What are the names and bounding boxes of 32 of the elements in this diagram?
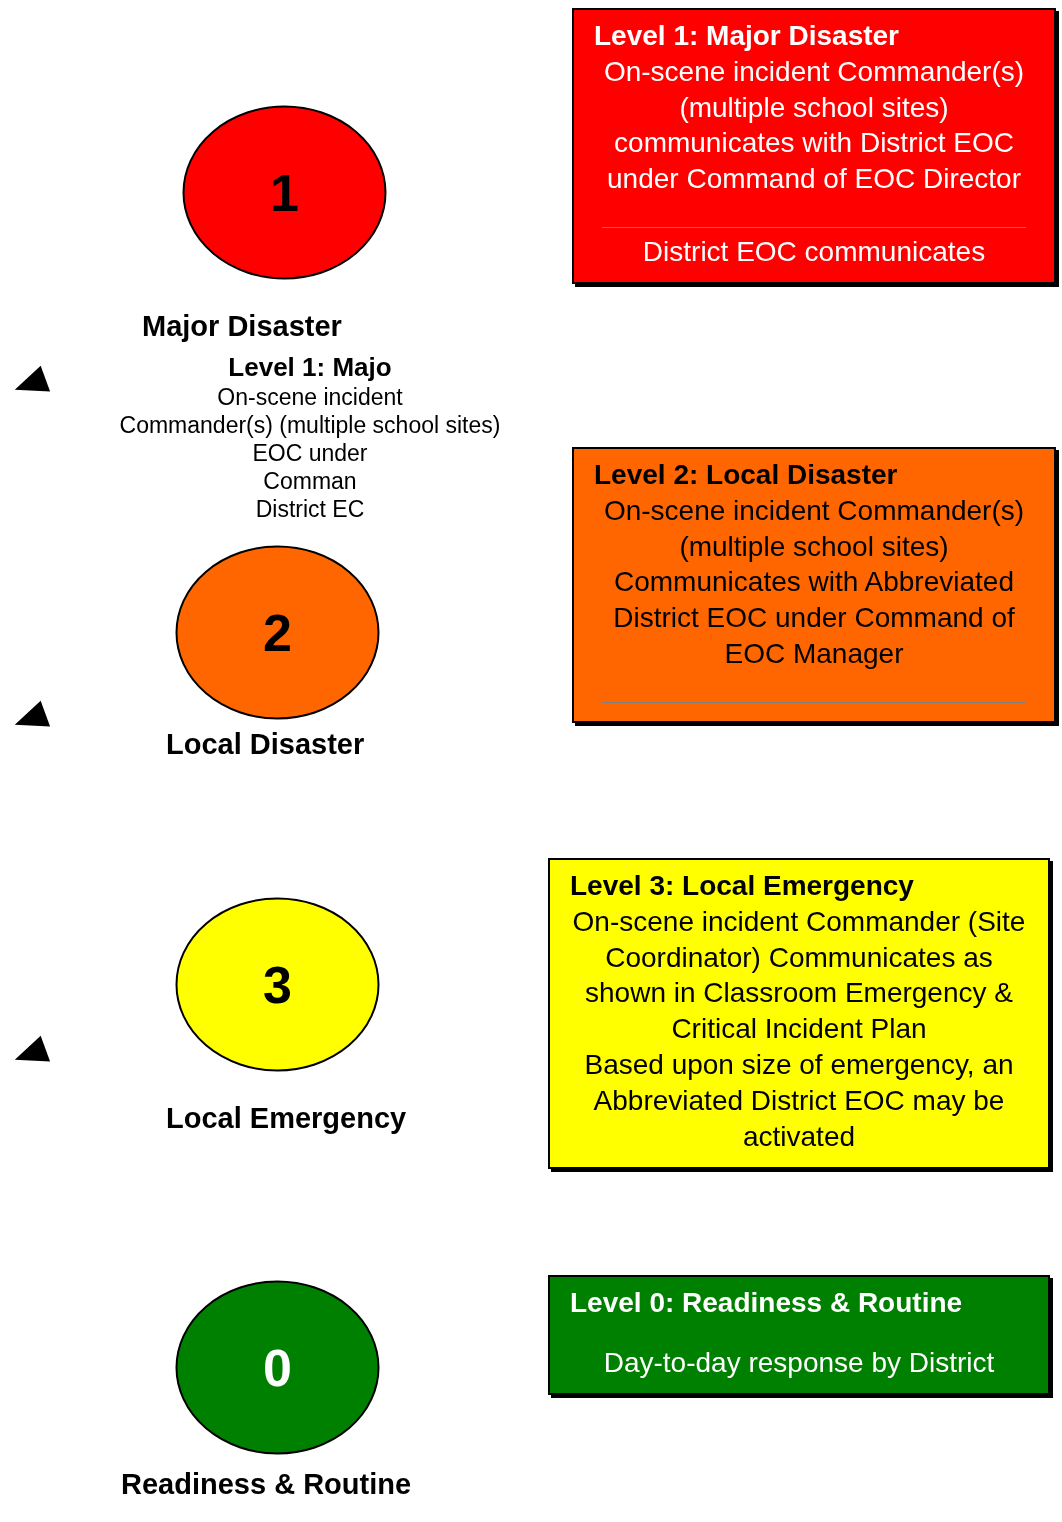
overlay-text: Comman [262, 468, 358, 495]
level-number: 2 [263, 602, 292, 663]
level-number: 0 [263, 1337, 292, 1398]
level-circle [182, 105, 387, 280]
level-name: Local Emergency [166, 1102, 407, 1135]
overlay-text: District EC [254, 496, 366, 523]
level-name: Local Disaster [166, 728, 365, 761]
level-circle [175, 545, 380, 720]
level-card [572, 8, 1056, 284]
overlay-heading: Level 1: Majo [227, 352, 393, 383]
card-heading: Level 3: Local Emergency [569, 869, 915, 903]
card-text: Day-to-day response by District [602, 1345, 996, 1380]
level-name: Major Disaster [142, 310, 342, 343]
level-name: Readiness & Routine [121, 1468, 412, 1501]
card-text: On-scene incident Commander(s) (multiple school sites) communicates with District EOC under Command of EOC Director [602, 54, 1026, 197]
level-circle [175, 897, 380, 1072]
overlay-text: On-scene incident [216, 384, 404, 411]
level-card [548, 1275, 1050, 1395]
level-number: 1 [270, 162, 299, 223]
card-text: Based upon size of emergency, an Abbreviated District EOC may be activated [583, 1048, 1015, 1154]
card-text: On-scene incident Commander(s) (multiple school sites) Communicates with Abbreviated District EOC under Command of EOC Manager [602, 493, 1026, 672]
overlay-text: EOC under [251, 440, 369, 467]
level-card [548, 858, 1050, 1169]
level-number: 3 [263, 954, 292, 1015]
card-text: District EOC communicates [641, 235, 987, 270]
card-heading: Level 1: Major Disaster [593, 19, 901, 53]
level-card [572, 447, 1056, 723]
level-circle [175, 1280, 380, 1455]
card-heading: Level 0: Readiness & Routine [569, 1286, 964, 1320]
overlay-text: Commander(s) (multiple school sites) [118, 412, 502, 439]
card-text: On-scene incident Commander (Site Coordinator) Communicates as shown in Classroom Emergency & Critical Incident Plan [571, 904, 1027, 1047]
card-heading: Level 2: Local Disaster [593, 458, 899, 492]
